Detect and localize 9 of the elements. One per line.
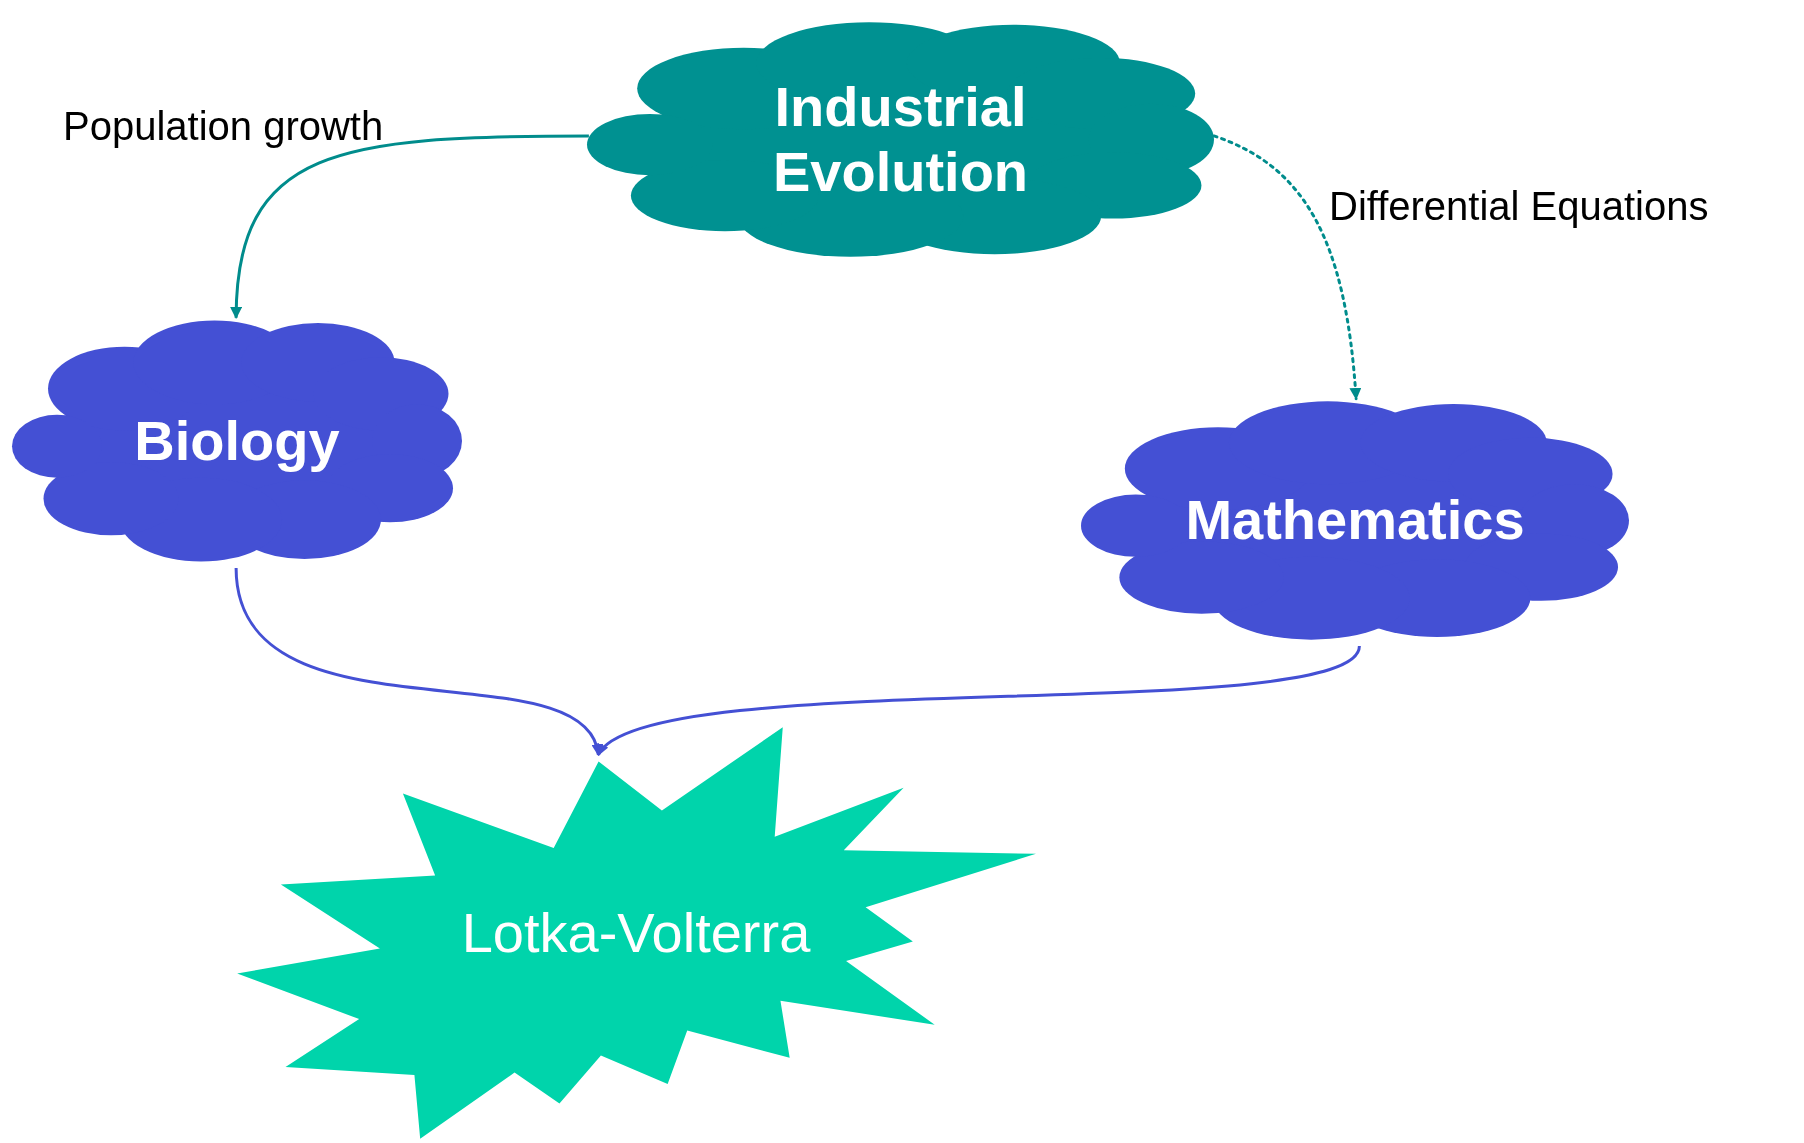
edge-label: Population growth [63,104,384,149]
node-label: Lotka-Volterra [461,900,811,966]
edge-label: Differential Equations [1329,184,1709,229]
connector-arrow [230,134,589,320]
connector-arrow [1212,134,1362,401]
connector-arrow [597,645,1361,757]
node-label: Biology [134,408,340,474]
node-label: Mathematics [1185,488,1525,553]
node-label: Industrial Evolution [771,75,1030,204]
